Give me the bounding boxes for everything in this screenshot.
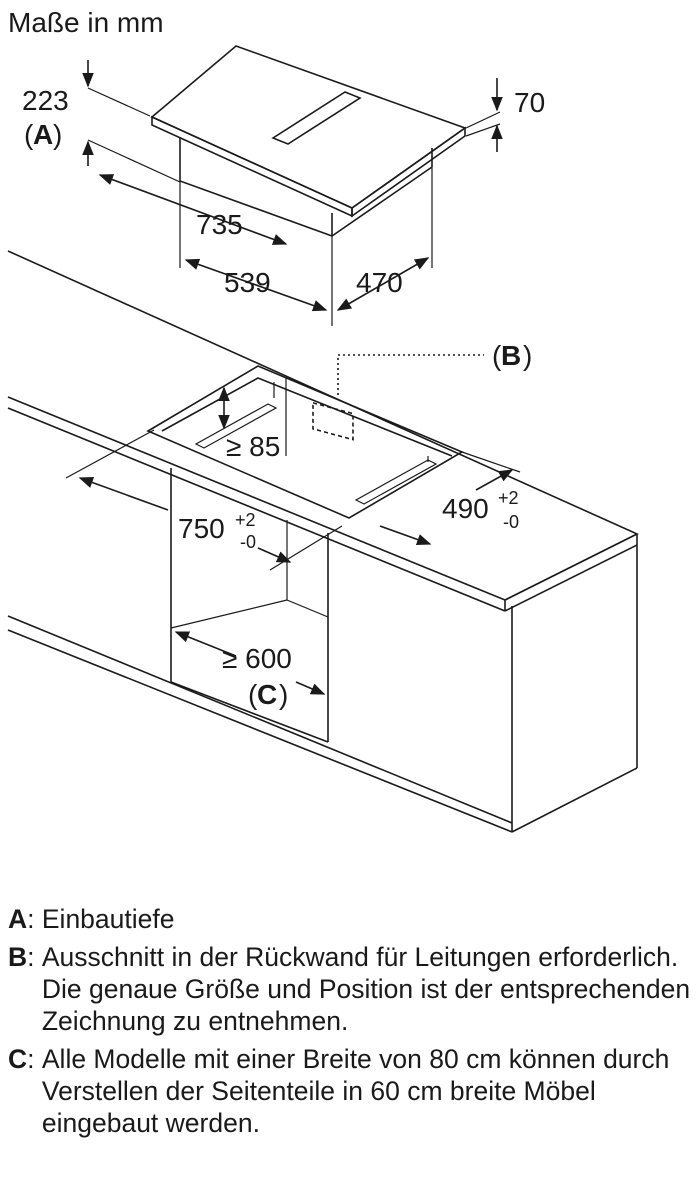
legend-key: B: bbox=[8, 942, 42, 972]
label-b-open: ( bbox=[492, 340, 502, 371]
label-c-close: ) bbox=[279, 679, 288, 710]
label-a: A bbox=[33, 119, 53, 150]
dim-223-label: 223 bbox=[22, 85, 69, 116]
legend-key: A: bbox=[8, 904, 42, 934]
label-b-close: ) bbox=[523, 340, 532, 371]
cabinet-drawing bbox=[7, 250, 639, 833]
legend: A: Einbautiefe B: Ausschnitt in der Rück… bbox=[8, 903, 692, 1145]
dim-85-label: ≥ 85 bbox=[226, 431, 280, 462]
dim-470-label: 470 bbox=[356, 267, 403, 298]
label-c: C bbox=[257, 679, 277, 710]
installation-diagram: Maße in mm 223 ( A ) 70 bbox=[7, 7, 639, 833]
dim-490-tol-plus: +2 bbox=[498, 488, 519, 508]
legend-text: Ausschnitt in der Rückwand für Leitungen… bbox=[41, 942, 691, 1036]
dim-750-tol-plus: +2 bbox=[235, 510, 256, 530]
dim-490-label: 490 bbox=[442, 493, 489, 524]
dim-750-tol-minus: -0 bbox=[240, 532, 256, 552]
legend-text: Einbautiefe bbox=[41, 904, 175, 934]
dim-490-tol-minus: -0 bbox=[503, 512, 519, 532]
label-a-close: ) bbox=[53, 119, 62, 150]
dim-539-label: 539 bbox=[224, 267, 271, 298]
legend-item-b: B: Ausschnitt in der Rückwand für Leitun… bbox=[8, 941, 692, 1037]
label-b: B bbox=[501, 340, 521, 371]
legend-key: C: bbox=[8, 1044, 42, 1074]
label-c-open: ( bbox=[248, 679, 258, 710]
dim-735-label: 735 bbox=[196, 209, 243, 240]
dim-600-label: ≥ 600 bbox=[222, 643, 292, 674]
hob-drawing bbox=[82, 45, 503, 326]
legend-text: Alle Modelle mit einer Breite von 80 cm … bbox=[41, 1044, 670, 1138]
dim-750-label: 750 bbox=[178, 513, 225, 544]
vent-slot bbox=[271, 91, 362, 145]
legend-item-a: A: Einbautiefe bbox=[8, 903, 692, 935]
diagram-title: Maße in mm bbox=[8, 7, 164, 38]
legend-item-c: C: Alle Modelle mit einer Breite von 80 … bbox=[8, 1043, 692, 1139]
label-a-open: ( bbox=[24, 119, 34, 150]
dim-70-label: 70 bbox=[514, 87, 545, 118]
